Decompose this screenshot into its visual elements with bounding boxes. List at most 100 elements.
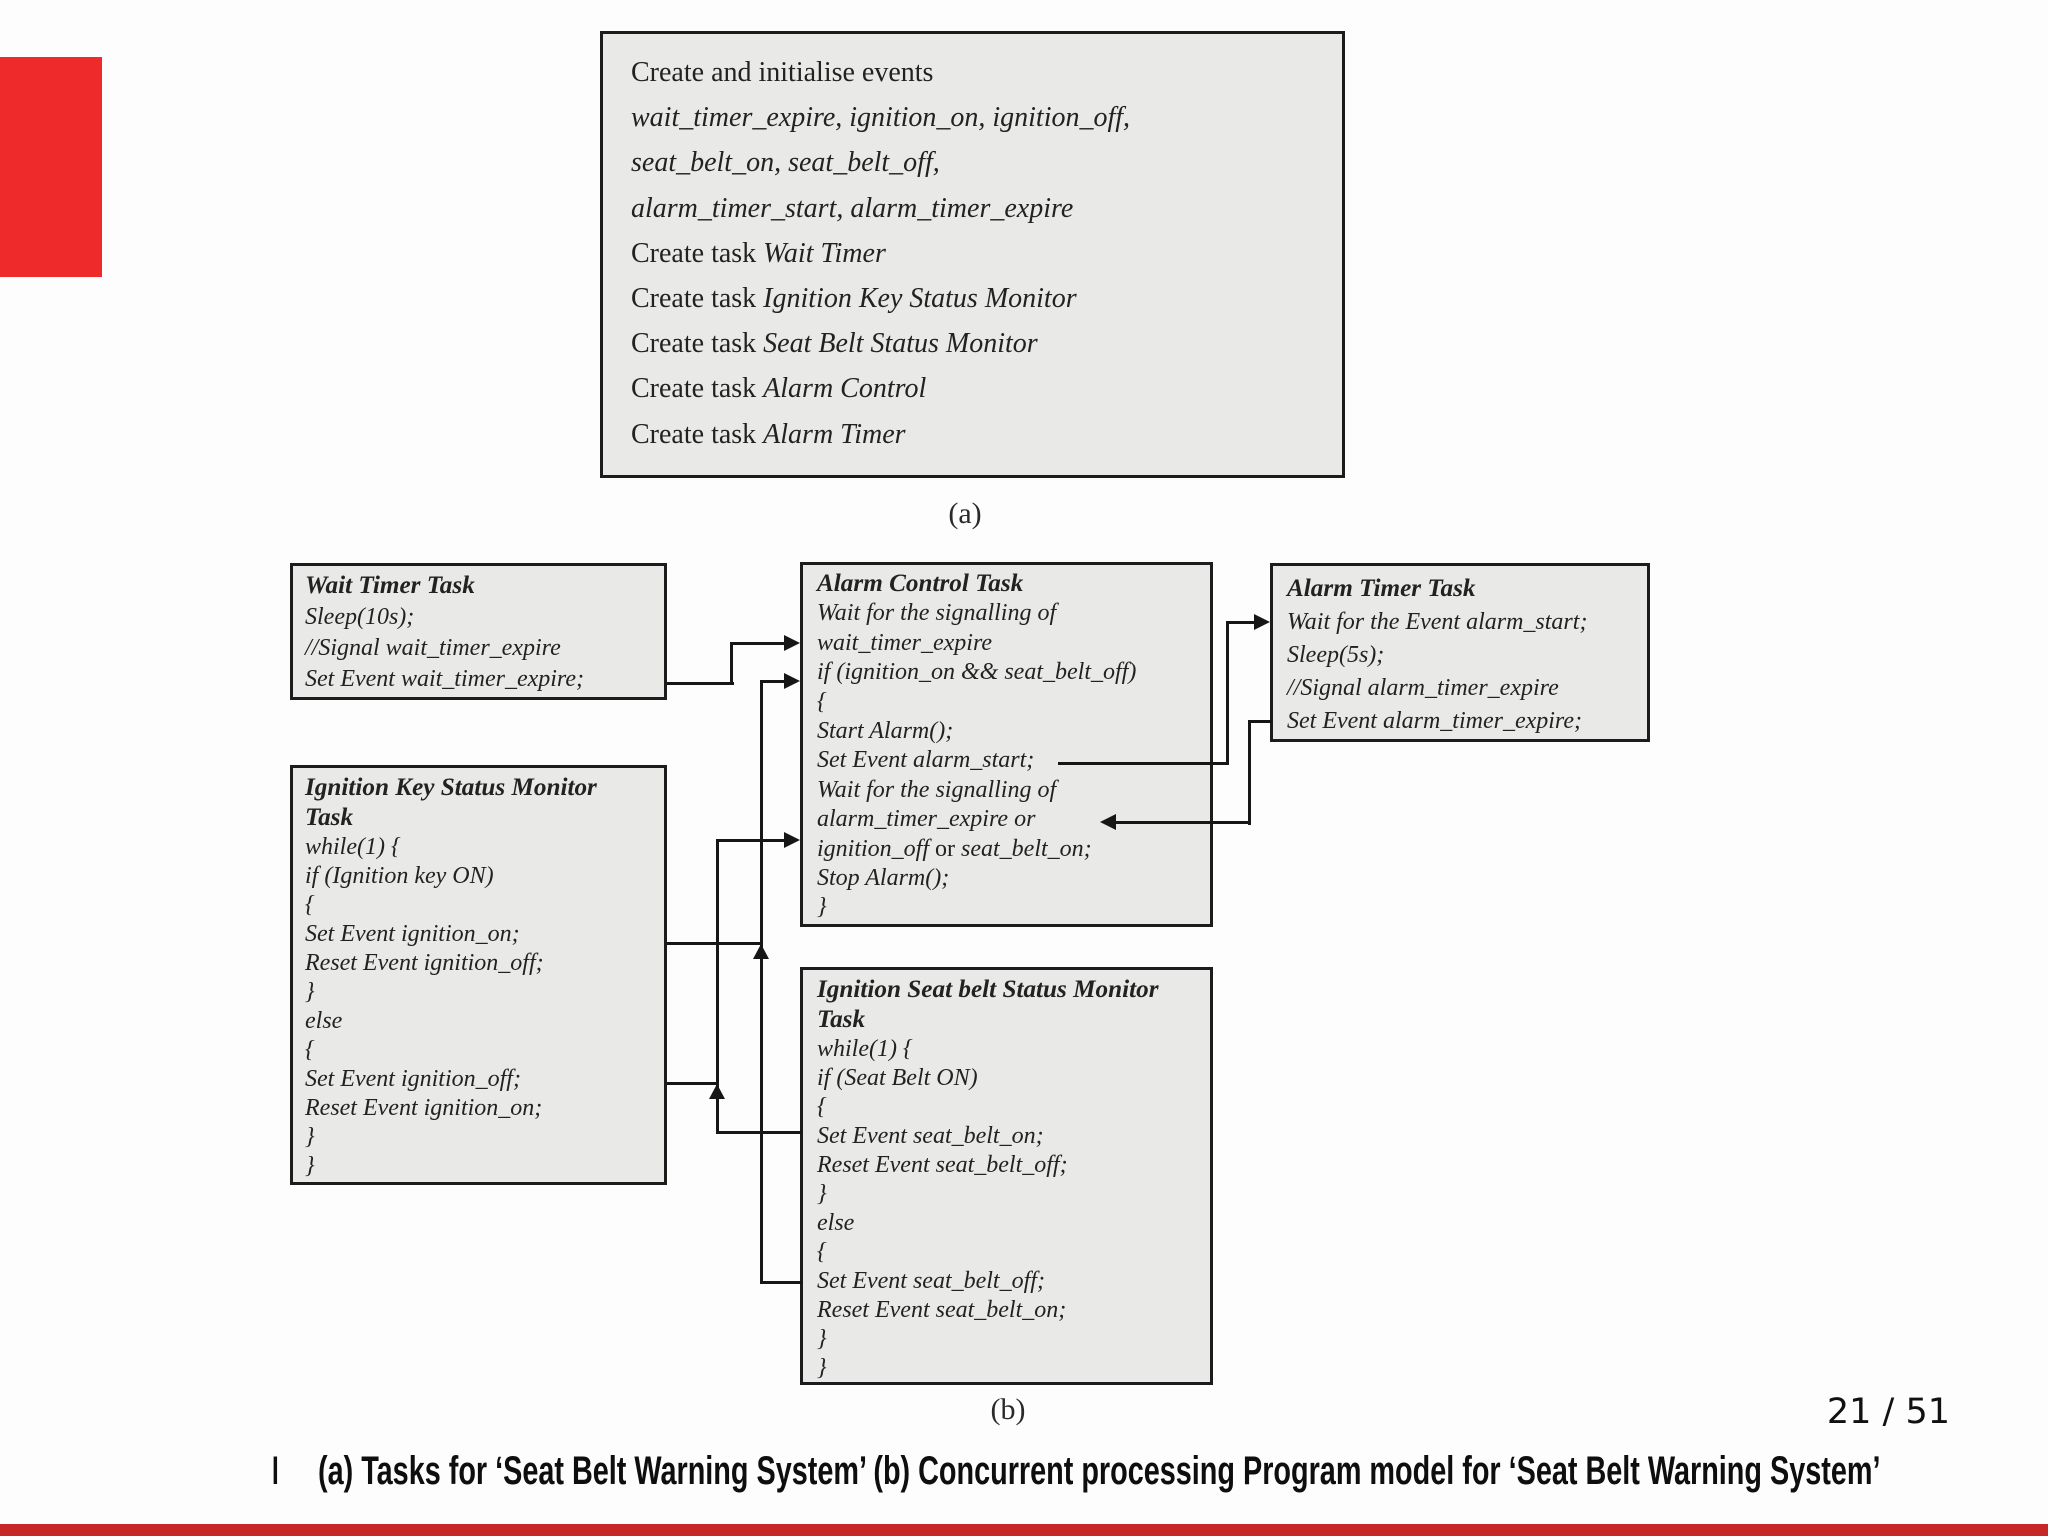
create-initialise-events-box: Create and initialise events wait_timer_e… (600, 31, 1345, 478)
arrowhead-icon (784, 673, 800, 689)
code-line: wait_timer_expire, ignition_on, ignition… (631, 95, 1314, 140)
slide-footer-bar (0, 1524, 2048, 1536)
code-segment: Seat Belt Status Monitor (763, 328, 1038, 360)
code-line: Set Event ignition_off; (305, 1065, 652, 1094)
code-segment: { (817, 688, 827, 715)
code-segment: { (305, 1037, 315, 1063)
code-line: Set Event alarm_timer_expire; (1287, 705, 1633, 738)
arrowhead-icon (1100, 814, 1116, 830)
code-segment: Create and initialise events (631, 57, 934, 88)
connector-line (716, 839, 719, 1134)
code-line: if (Ignition key ON) (305, 862, 652, 891)
code-segment: ignition_off (817, 835, 936, 862)
code-segment: Create task (631, 418, 764, 450)
code-segment: Set Event ignition_off; (305, 1066, 521, 1092)
code-segment: Reset Event ignition_on; (305, 1095, 543, 1121)
code-segment: Stop Alarm(); (817, 865, 950, 892)
connector-line (762, 1281, 802, 1284)
code-segment: } (817, 1326, 827, 1352)
code-line: Reset Event ignition_off; (305, 949, 652, 978)
code-segment: Create task (631, 237, 764, 269)
arrowhead-icon (753, 944, 769, 959)
code-line: Set Event alarm_start; (817, 746, 1196, 775)
code-segment: Alarm Control Task (817, 570, 1024, 597)
connector-line (718, 1131, 802, 1134)
code-line: else (817, 1209, 1196, 1238)
code-line: { (817, 1238, 1196, 1267)
slide-accent-red-block (0, 57, 102, 277)
code-segment: } (305, 1153, 315, 1179)
code-segment: Create task (631, 373, 764, 405)
code-line: Reset Event seat_belt_off; (817, 1151, 1196, 1180)
connector-line (718, 839, 788, 842)
code-line: } (305, 978, 652, 1007)
code-line: } (305, 1152, 652, 1181)
code-segment: Wait Timer Task (305, 572, 475, 599)
code-segment: Set Event seat_belt_on; (817, 1123, 1044, 1149)
connector-line (1112, 821, 1250, 824)
code-line: Task (305, 803, 652, 833)
code-line: if (ignition_on && seat_belt_off) (817, 658, 1196, 687)
code-segment: Set Event alarm_timer_expire; (1287, 708, 1583, 734)
connector-line (1226, 621, 1229, 765)
code-segment: Reset Event seat_belt_on; (817, 1297, 1067, 1323)
code-segment: { (817, 1239, 827, 1265)
code-segment: seat_belt_on; (955, 835, 1092, 862)
code-segment: wait_timer_expire, ignition_on, ignition… (631, 102, 1131, 134)
code-segment: //Signal alarm_timer_expire (1287, 675, 1559, 701)
code-segment: Wait for the signalling of (817, 600, 1057, 627)
code-segment: Ignition Key Status Monitor (763, 283, 1077, 315)
code-line: while(1) { (305, 833, 652, 862)
code-segment: Wait Timer (763, 237, 886, 269)
connector-line (1228, 621, 1260, 624)
code-segment: Sleep(10s); (305, 604, 415, 630)
code-segment: Create task (631, 328, 764, 360)
arrowhead-icon (784, 635, 800, 651)
page-number: 21 / 51 (1826, 1392, 1950, 1432)
connector-line (1248, 720, 1251, 825)
code-line: Wait for the signalling of (817, 599, 1196, 628)
code-line: { (305, 891, 652, 920)
code-segment: Wait for the Event alarm_start; (1287, 609, 1588, 635)
arrowhead-icon (784, 832, 800, 848)
code-line: Create task Wait Timer (631, 231, 1314, 276)
code-line: if (Seat Belt ON) (817, 1064, 1196, 1093)
code-line: Reset Event seat_belt_on; (817, 1296, 1196, 1325)
code-segment: if (ignition_on && seat_belt_off) (817, 659, 1137, 686)
code-line: } (817, 1354, 1196, 1383)
code-line: Stop Alarm(); (817, 864, 1196, 893)
code-line: else (305, 1007, 652, 1036)
code-line: } (817, 1180, 1196, 1209)
connector-line (760, 680, 763, 1284)
code-line: Set Event seat_belt_off; (817, 1267, 1196, 1296)
code-line: { (305, 1036, 652, 1065)
code-line: Create task Seat Belt Status Monitor (631, 321, 1314, 366)
code-segment: Reset Event seat_belt_off; (817, 1152, 1068, 1178)
code-segment: Alarm Control (763, 373, 927, 405)
code-line: //Signal alarm_timer_expire (1287, 672, 1633, 705)
code-segment: else (817, 1210, 855, 1236)
connector-line (667, 942, 762, 945)
arrowhead-icon (709, 1084, 725, 1099)
code-segment: } (817, 1181, 827, 1207)
code-line: Alarm Control Task (817, 569, 1196, 599)
arrowhead-icon (1254, 614, 1270, 630)
connector-line (730, 643, 733, 685)
code-line: Create task Alarm Timer (631, 412, 1314, 457)
figure-caption: (a) Tasks for ‘Seat Belt Warning System’… (318, 1449, 1881, 1493)
code-segment: } (305, 1124, 315, 1150)
code-line: Start Alarm(); (817, 717, 1196, 746)
code-line: Set Event wait_timer_expire; (305, 664, 652, 695)
connector-line (762, 680, 790, 683)
code-line: } (817, 893, 1196, 922)
code-line: Sleep(5s); (1287, 639, 1633, 672)
code-line: ignition_off or seat_belt_on; (817, 835, 1196, 864)
code-segment: { (817, 1094, 827, 1120)
code-segment: else (305, 1008, 343, 1034)
code-segment: Ignition Key Status Monitor (305, 774, 597, 801)
code-segment: alarm_timer_expire or (817, 806, 1036, 833)
code-segment: seat_belt_on, seat_belt_off, (631, 147, 940, 179)
